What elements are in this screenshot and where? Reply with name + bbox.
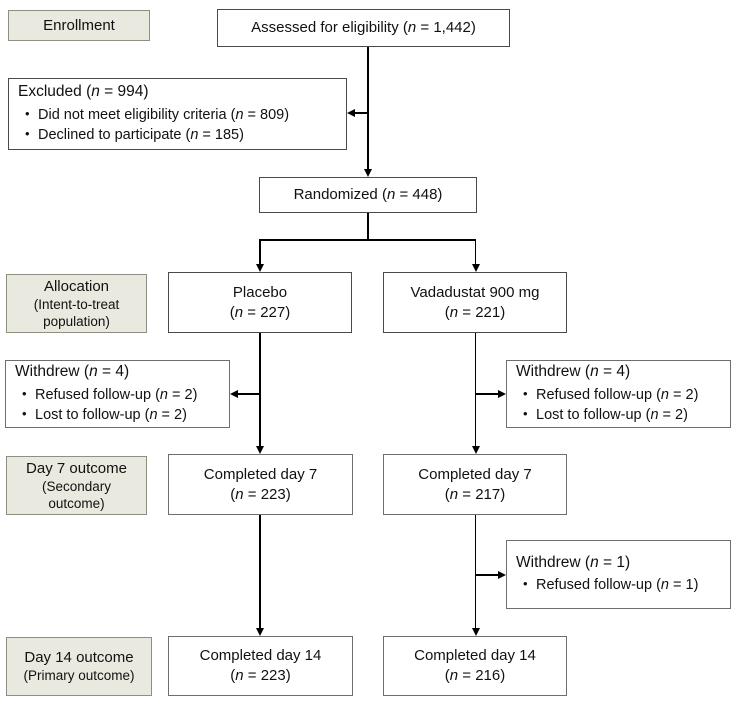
line-placebo-to-day7 xyxy=(259,333,261,447)
box-withdrew-placebo: Withdrew (n = 4)•Refused follow-up (n = … xyxy=(5,360,230,428)
arrow-into-day14-placebo xyxy=(256,628,264,636)
box-assessed-eligibility: Assessed for eligibility (n = 1,442) xyxy=(217,9,510,47)
line-split-horizontal xyxy=(259,239,477,241)
box-excluded: Excluded (n = 994)•Did not meet eligibil… xyxy=(8,78,347,150)
box-withdrew-vadadustat-before-day14: Withdrew (n = 1)•Refused follow-up (n = … xyxy=(506,540,731,609)
line-branch-withdrew-vadadustat-2 xyxy=(476,574,499,576)
arrow-into-randomized xyxy=(364,169,372,177)
line-branch-withdrew-placebo xyxy=(237,393,260,395)
line-day7-to-day14-vadadustat xyxy=(474,515,477,629)
arrow-into-withdrew-placebo xyxy=(230,390,238,398)
line-branch-withdrew-vadadustat xyxy=(476,393,499,395)
stage-label-enrollment: Enrollment xyxy=(8,10,150,41)
line-vadadustat-to-day7 xyxy=(474,333,477,447)
arrow-into-withdrew-vadadustat xyxy=(498,390,506,398)
box-completed-day7-placebo: Completed day 7(n = 223) xyxy=(168,454,353,515)
box-randomized: Randomized (n = 448) xyxy=(259,177,477,213)
line-branch-excluded xyxy=(354,112,368,114)
arrow-into-day14-vadadustat xyxy=(471,628,480,636)
arrow-into-placebo xyxy=(256,264,264,272)
arrow-into-day7-placebo xyxy=(256,446,264,454)
box-placebo-allocation: Placebo(n = 227) xyxy=(168,272,352,333)
line-day7-to-day14-placebo xyxy=(259,515,261,629)
box-completed-day7-vadadustat: Completed day 7(n = 217) xyxy=(383,454,567,515)
line-assessed-to-randomized xyxy=(367,47,369,170)
box-completed-day14-vadadustat: Completed day 14(n = 216) xyxy=(383,636,567,696)
box-vadadustat-allocation: Vadadustat 900 mg(n = 221) xyxy=(383,272,567,333)
line-split-to-vadadustat xyxy=(474,239,477,266)
arrow-into-excluded xyxy=(347,109,355,117)
box-completed-day14-placebo: Completed day 14(n = 223) xyxy=(168,636,353,696)
line-randomized-to-split xyxy=(367,213,369,240)
stage-label-day14-outcome: Day 14 outcome(Primary outcome) xyxy=(6,637,152,696)
line-split-to-placebo xyxy=(259,239,261,266)
arrow-into-vadadustat xyxy=(471,264,480,272)
arrow-into-day7-vadadustat xyxy=(471,446,480,454)
arrow-into-withdrew-vadadustat-2 xyxy=(498,571,506,579)
box-withdrew-vadadustat: Withdrew (n = 4)•Refused follow-up (n = … xyxy=(506,360,731,428)
